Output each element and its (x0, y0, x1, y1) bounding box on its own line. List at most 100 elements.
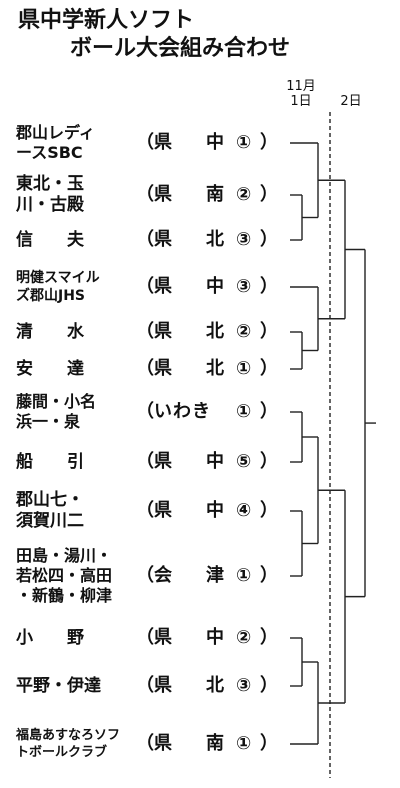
paren-open: （ (136, 358, 154, 379)
seed-number: ② (236, 321, 252, 342)
team-name-line: 明健スマイル (16, 270, 100, 286)
seed-number: ③ (236, 276, 252, 297)
paren-close: ） (260, 132, 278, 153)
team-name-line: 信 夫 (16, 229, 84, 250)
team-name-line: 小 野 (16, 627, 84, 648)
paren-close: ） (260, 627, 278, 648)
paren-open: （ (136, 229, 154, 250)
team-name-line: 郡山七・ (16, 490, 84, 510)
region-district: 津 (206, 565, 224, 586)
team-name: 船 引 (16, 452, 84, 473)
region-prefix: 県 (154, 321, 172, 342)
paren-close: ） (260, 733, 278, 754)
region-prefix: 県 (154, 500, 172, 521)
team-name: 福島あすなろソフトボールクラブ (16, 727, 120, 761)
team-name: 東北・玉川・古殿 (16, 174, 84, 216)
paren-close: ） (260, 500, 278, 521)
paren-close: ） (260, 358, 278, 379)
region-district: 南 (206, 733, 224, 754)
paren-open: （ (136, 733, 154, 754)
paren-open: （ (136, 675, 154, 696)
team-name-line: 浜一・泉 (16, 412, 81, 431)
team-name: 小 野 (16, 628, 84, 649)
team-name-line: 田島・湯川・ (16, 546, 113, 565)
paren-close: ） (260, 321, 278, 342)
seed-number: ① (236, 132, 252, 153)
round2-day-label: 2日 (340, 94, 362, 109)
seed-number: ② (236, 627, 252, 648)
region-prefix: いわき (154, 401, 211, 422)
team-name-line: 福島あすなろソフ (16, 728, 121, 743)
paren-open: （ (136, 500, 154, 521)
region-prefix: 県 (154, 358, 172, 379)
region-district: 北 (206, 675, 224, 696)
paren-open: （ (136, 321, 154, 342)
region-district: 中 (206, 276, 224, 297)
team-name: 安 達 (16, 359, 84, 380)
paren-open: （ (136, 451, 154, 472)
region-district: 北 (206, 358, 224, 379)
region-district: 中 (206, 132, 224, 153)
region-district: 北 (206, 321, 224, 342)
team-name: 信 夫 (16, 230, 84, 251)
page-title: 県中学新人ソフト (18, 8, 195, 33)
paren-open: （ (136, 565, 154, 586)
team-name-line: ースSBC (16, 143, 83, 162)
page-title-line2: ボール大会組み合わせ (70, 36, 291, 61)
region-prefix: 県 (154, 184, 172, 205)
team-name: 明健スマイルズ郡山JHS (16, 269, 100, 305)
paren-open: （ (136, 276, 154, 297)
region-prefix: 県 (154, 451, 172, 472)
team-name: 平野・伊達 (16, 676, 101, 697)
team-name-line: ・新鶴・柳津 (16, 586, 113, 605)
seed-number: ④ (236, 500, 252, 521)
round1-month-label: 11月 (286, 79, 316, 94)
region-prefix: 会 (154, 565, 172, 586)
region-district: 中 (206, 451, 224, 472)
team-name-line: 若松四・高田 (16, 566, 113, 585)
region-prefix: 県 (154, 229, 172, 250)
team-name-line: 郡山レディ (16, 123, 95, 142)
paren-open: （ (136, 401, 154, 422)
paren-close: ） (260, 276, 278, 297)
paren-close: ） (260, 451, 278, 472)
paren-close: ） (260, 675, 278, 696)
paren-open: （ (136, 184, 154, 205)
paren-close: ） (260, 184, 278, 205)
seed-number: ② (236, 184, 252, 205)
team-name-line: 須賀川二 (16, 511, 84, 531)
region-district: 南 (206, 184, 224, 205)
team-name-line: トボールクラブ (16, 745, 108, 760)
paren-open: （ (136, 132, 154, 153)
seed-number: ① (236, 733, 252, 754)
seed-number: ① (236, 401, 252, 422)
paren-close: ） (260, 229, 278, 250)
region-prefix: 県 (154, 132, 172, 153)
team-name-line: 清 水 (16, 321, 84, 342)
paren-close: ） (260, 401, 278, 422)
team-name: 郡山七・須賀川二 (16, 490, 84, 532)
region-prefix: 県 (154, 276, 172, 297)
round1-day-label: 1日 (290, 94, 312, 109)
region-prefix: 県 (154, 627, 172, 648)
region-district: 北 (206, 229, 224, 250)
seed-number: ⑤ (236, 451, 252, 472)
seed-number: ① (236, 358, 252, 379)
team-name-line: ズ郡山JHS (16, 288, 86, 304)
region-district: 中 (206, 627, 224, 648)
paren-close: ） (260, 565, 278, 586)
seed-number: ① (236, 565, 252, 586)
team-name-line: 船 引 (16, 451, 84, 472)
team-name: 郡山レディースSBC (16, 123, 95, 163)
